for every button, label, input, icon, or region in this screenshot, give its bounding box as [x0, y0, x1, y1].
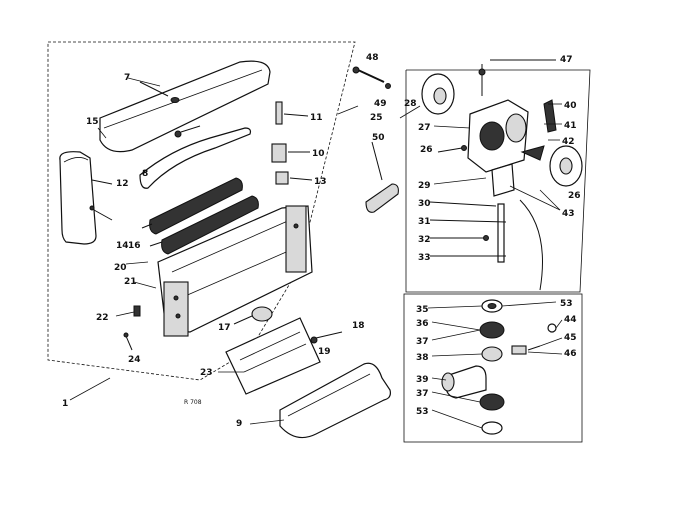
label-32: 32	[418, 235, 431, 245]
label-43: 43	[562, 209, 575, 219]
part-28-screw	[437, 145, 467, 153]
label-31: 31	[418, 217, 431, 227]
label-11: 11	[310, 113, 323, 123]
label-37-top: 37	[416, 337, 429, 347]
label-20: 20	[114, 263, 127, 273]
part-40-brush	[543, 99, 557, 133]
part-26-disc-right	[549, 145, 583, 187]
part-26-disc-left	[421, 73, 455, 115]
label-10: 10	[312, 149, 325, 159]
part-12-side-panel	[59, 151, 113, 245]
label-22: 22	[96, 313, 109, 323]
part-13-block	[275, 171, 313, 185]
label-26-right: 26	[568, 191, 581, 201]
part-44-ball	[547, 323, 557, 333]
part-32-screw	[430, 235, 489, 241]
part-16-roller-lower	[149, 195, 259, 255]
label-9: 9	[236, 419, 242, 429]
label-21: 21	[124, 277, 137, 287]
part-47-screw	[478, 59, 556, 96]
part-38-gear	[481, 346, 503, 362]
part-53-washer-bottom	[481, 421, 503, 435]
label-39: 39	[416, 375, 429, 385]
part-39-shaft	[441, 365, 487, 399]
label-33: 33	[418, 253, 431, 263]
label-17: 17	[218, 323, 231, 333]
leader-lines	[69, 77, 562, 425]
part-10-block	[271, 143, 310, 163]
label-15: 15	[86, 117, 99, 127]
gear-leader-lines	[427, 301, 563, 429]
label-53-top: 53	[560, 299, 573, 309]
label-40: 40	[564, 101, 577, 111]
label-44: 44	[564, 315, 577, 325]
part-30-rod	[429, 201, 505, 263]
label-7: 7	[124, 73, 130, 83]
part-9-base	[279, 362, 391, 439]
label-24: 24	[128, 355, 141, 365]
part-31-spring	[429, 219, 507, 223]
label-30: 30	[418, 199, 431, 209]
label-1: 1	[62, 399, 68, 409]
footer-note: R 708	[184, 399, 202, 406]
part-36-gear	[479, 321, 505, 339]
part-19-roller-upper	[141, 177, 243, 235]
label-12: 12	[116, 179, 129, 189]
part-17-knob	[233, 306, 273, 325]
label-46: 46	[564, 349, 577, 359]
label-23: 23	[200, 368, 213, 378]
label-36: 36	[416, 319, 429, 329]
label-47: 47	[560, 55, 573, 65]
part-24-screw	[123, 332, 133, 351]
label-13: 13	[314, 177, 327, 187]
part-20-frame	[157, 205, 313, 337]
label-8: 8	[142, 169, 148, 179]
label-35: 35	[416, 305, 429, 315]
power-cord	[519, 199, 543, 291]
label-38: 38	[416, 353, 429, 363]
part-46-spring	[511, 345, 541, 355]
part-labels: 7 15 12 14 16 8 11 10 13 20 21 22 24 17 …	[62, 53, 581, 429]
label-25: 25	[370, 113, 383, 123]
part-8-spring-arm	[139, 127, 252, 189]
label-45: 45	[564, 333, 577, 343]
part-50-tube	[365, 141, 399, 213]
part-37-gear-lower	[479, 393, 505, 411]
label-41: 41	[564, 121, 577, 131]
label-19: 19	[318, 347, 331, 357]
part-7-top-cover	[99, 60, 271, 153]
label-26-top: 26	[420, 145, 433, 155]
part-53-washer-top	[481, 299, 503, 313]
part-27-motor-housing	[467, 99, 529, 197]
part-42-fan	[520, 145, 545, 161]
part-22-bracket	[133, 305, 141, 317]
label-42: 42	[562, 137, 575, 147]
label-27: 27	[418, 123, 431, 133]
gear-assembly-boundary	[403, 293, 583, 443]
part-14-screw	[89, 205, 113, 221]
label-53-bottom: 53	[416, 407, 429, 417]
label-28: 28	[404, 99, 417, 109]
label-48: 48	[366, 53, 379, 63]
part-23-bag-panel	[225, 317, 343, 395]
label-50: 50	[372, 133, 385, 143]
part-11-clip	[275, 101, 309, 125]
motor-assembly-boundary	[405, 69, 591, 293]
label-49: 49	[374, 99, 387, 109]
part-48-pin	[352, 66, 391, 89]
label-14: 14	[116, 241, 129, 251]
label-37-bottom: 37	[416, 389, 429, 399]
label-18: 18	[352, 321, 365, 331]
label-29: 29	[418, 181, 431, 191]
screw-hardware	[174, 125, 201, 138]
label-16: 16	[128, 241, 141, 251]
